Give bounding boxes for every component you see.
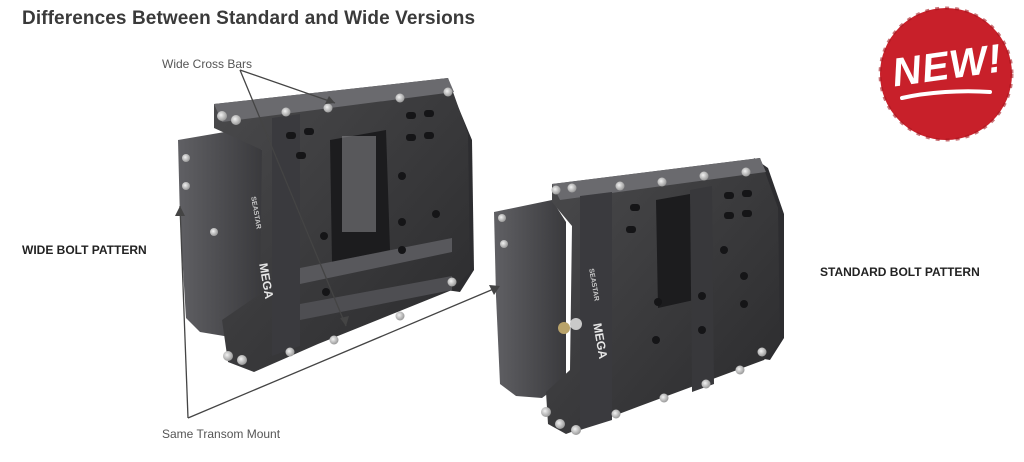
wide-version-bracket — [178, 78, 474, 372]
standard-bolt-pattern-label: STANDARD BOLT PATTERN — [820, 265, 980, 279]
same-transom-mount-label: Same Transom Mount — [162, 427, 281, 441]
standard-version-bracket — [494, 158, 784, 435]
wide-cross-bars-label: Wide Cross Bars — [162, 57, 253, 71]
wide-bolt-pattern-label: WIDE BOLT PATTERN — [22, 243, 147, 257]
new-badge — [878, 6, 1014, 142]
annotation-arrowheads — [175, 96, 500, 326]
page-title: Differences Between Standard and Wide Ve… — [22, 8, 476, 29]
annotation-lines — [179, 69, 497, 419]
